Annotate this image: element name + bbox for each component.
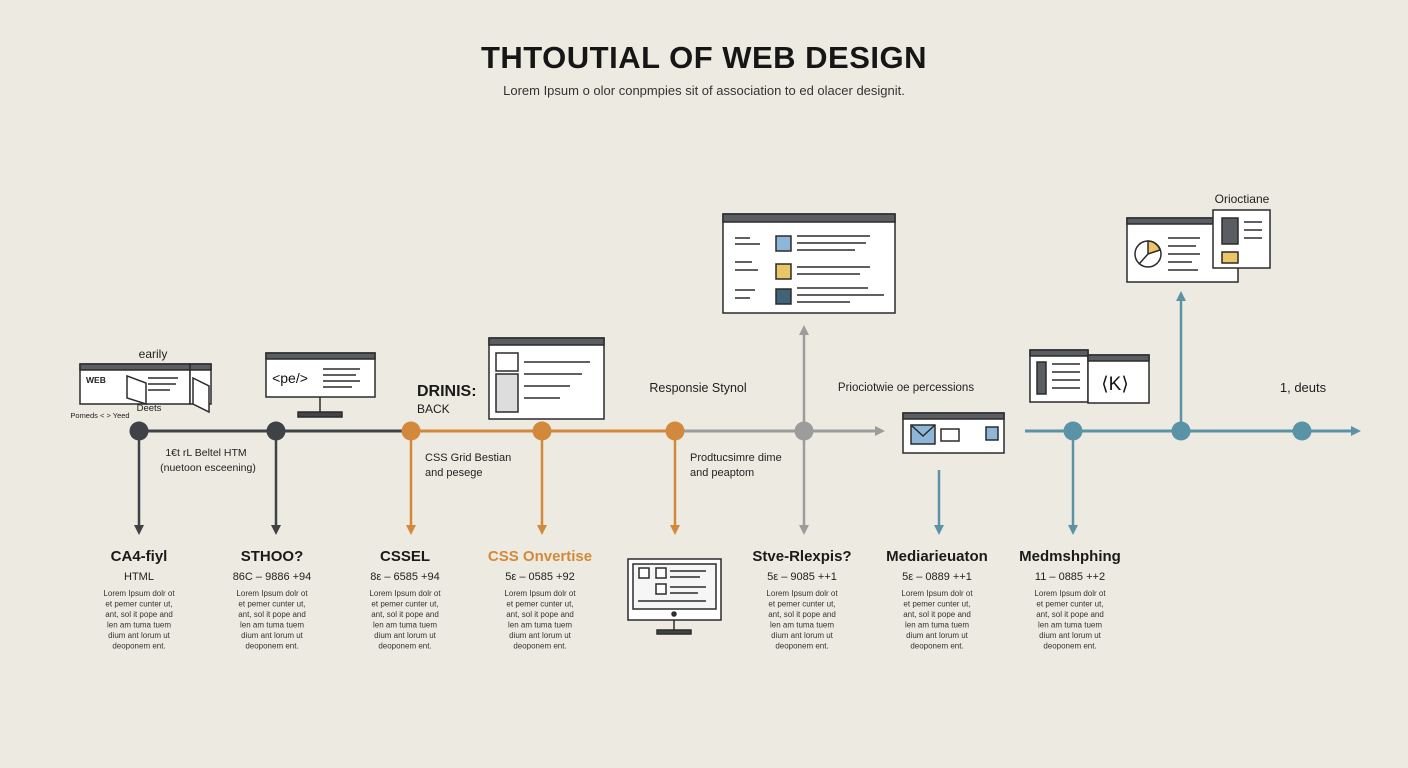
layout-window-illustration (488, 337, 605, 420)
label-devices: 1, deuts (1280, 380, 1327, 395)
label-responsive: Responsie Stynol (649, 381, 746, 395)
stage-subtitle: 5ε – 0585 +92 (505, 571, 574, 583)
caption-html-2: (nuetoon esceening) (160, 462, 256, 474)
twin-windows-illustration (1029, 349, 1150, 404)
caption-product-1: Prodtucsimre dime (690, 452, 782, 464)
caption-product-2: and peaptom (690, 467, 754, 479)
timeline-node (532, 421, 552, 441)
page-title: THTOUTIAL OF WEB DESIGN (480, 40, 928, 75)
label-code-tag: <pe/> (272, 370, 308, 386)
label-drinis: DRINIS: (417, 383, 477, 400)
twin-windows-code-glyph: ⟨K⟩ (1101, 374, 1129, 395)
label-priorities: Priociotwie oe percessions (838, 382, 974, 394)
timeline-nodes (129, 421, 1312, 441)
label-early: earily (139, 347, 168, 361)
stage-subtitle: 5ε – 0889 ++1 (902, 571, 972, 583)
page-subtitle: Lorem Ipsum o olor conpmpies sit of asso… (503, 83, 905, 98)
stage-subtitle: 86C – 9886 +94 (233, 571, 312, 583)
stage-title: Stve-Rlexpis? (752, 548, 851, 565)
stage-title: Mediarieuaton (886, 548, 988, 565)
timeline-node (1063, 421, 1083, 441)
caption-html-1: 1€t rL Beltel HTM (165, 447, 246, 459)
stage-subtitle: 11 – 0885 ++2 (1035, 571, 1105, 583)
stage-title: CSS Onvertise (488, 548, 592, 565)
stage-title: CSSEL (380, 548, 430, 565)
timeline-node (1171, 421, 1191, 441)
label-deets: Deets (137, 403, 162, 414)
timeline-node (401, 421, 421, 441)
code-monitor-illustration (265, 352, 376, 418)
timeline-connectors (134, 291, 1186, 535)
label-years: Pomeds < > Yeed (70, 411, 129, 420)
timeline-node (665, 421, 685, 441)
stage-subtitle: HTML (124, 571, 154, 583)
label-back: BACK (417, 402, 450, 416)
caption-css-grid-1: CSS Grid Bestian (425, 452, 511, 464)
stage-subtitle: 8ε – 6585 +94 (370, 571, 439, 583)
palette-panel-illustration (722, 213, 896, 314)
stage-title: Medmshphing (1019, 548, 1121, 565)
timeline-node (129, 421, 149, 441)
label-web: WEB (86, 375, 106, 385)
analytics-windows-illustration (1126, 209, 1271, 283)
stage-subtitle: 5ε – 9085 ++1 (767, 571, 837, 583)
timeline-node (794, 421, 814, 441)
caption-css-grid-2: and pesege (425, 467, 483, 479)
stage-title: CA4-fiyl (111, 548, 168, 565)
desktop-monitor-illustration (627, 558, 722, 635)
timeline-node (266, 421, 286, 441)
mail-window-illustration (902, 412, 1005, 454)
label-onetime: Orioctiane (1215, 192, 1270, 206)
early-web-illustration (79, 363, 212, 414)
stage-title: STHOO? (241, 548, 304, 565)
timeline-node (1292, 421, 1312, 441)
